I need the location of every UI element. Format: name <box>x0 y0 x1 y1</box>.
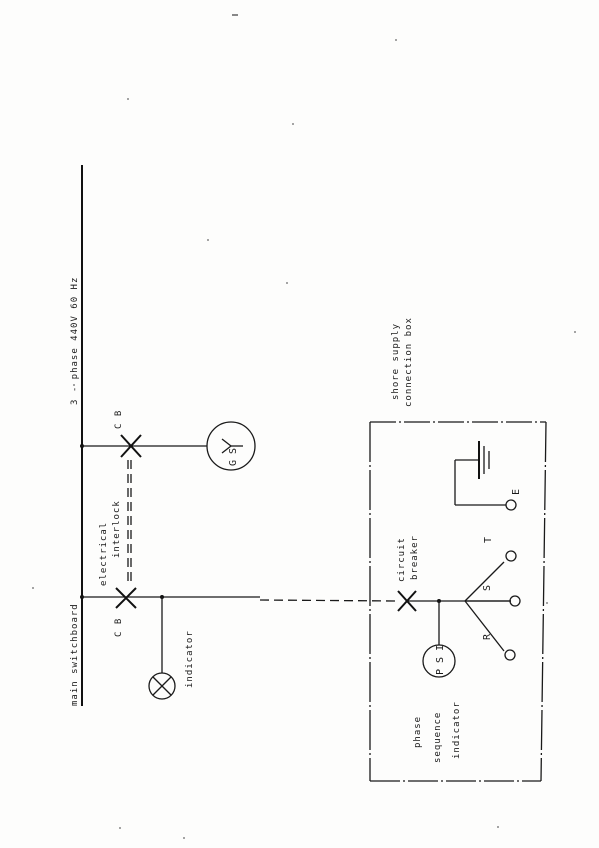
label-term-e: E <box>511 489 522 495</box>
label-cb-lower: C B <box>114 618 124 637</box>
label-cb-upper: C B <box>114 410 124 429</box>
terminal-t <box>505 550 517 562</box>
label-main-switchboard: main switchboard <box>70 603 80 706</box>
indicator-lamp <box>148 672 176 700</box>
label-gs: G S <box>228 448 239 466</box>
terminal-r <box>504 649 516 661</box>
cb-lower-cross <box>115 587 137 609</box>
generator-circle <box>206 421 256 471</box>
label-term-s: S <box>482 585 493 591</box>
terminal-s <box>509 595 521 607</box>
label-interlock-2: interlock <box>112 500 122 558</box>
label-box-1: shore supply <box>391 323 401 400</box>
label-box-2: connection box <box>404 317 414 407</box>
label-interlock-1: electrical <box>99 522 109 586</box>
cb-upper-cross <box>120 434 142 458</box>
interlock-link <box>127 460 132 586</box>
label-breaker-1: circuit <box>397 537 407 582</box>
label-psi: P S I <box>435 645 446 675</box>
label-psi-2: sequence <box>433 712 443 763</box>
label-indicator: indicator <box>185 630 195 688</box>
indicator-lamp-cross <box>152 676 172 696</box>
scan-noise <box>32 14 576 839</box>
label-psi-1: phase <box>413 716 423 748</box>
label-term-r: R <box>482 633 493 640</box>
terminal-e <box>505 499 517 511</box>
label-supply: 3 - phase 440V 60 Hz <box>70 277 80 405</box>
generator-star-symbol <box>221 438 243 454</box>
phase-fan <box>464 561 511 652</box>
label-psi-3: indicator <box>452 701 462 759</box>
psi-circle <box>422 644 456 678</box>
label-term-t: T <box>483 537 494 543</box>
label-breaker-2: breaker <box>410 535 420 580</box>
feeder-dashed <box>259 599 399 602</box>
earth-circuit <box>454 441 506 506</box>
connection-box-outline <box>369 421 547 782</box>
